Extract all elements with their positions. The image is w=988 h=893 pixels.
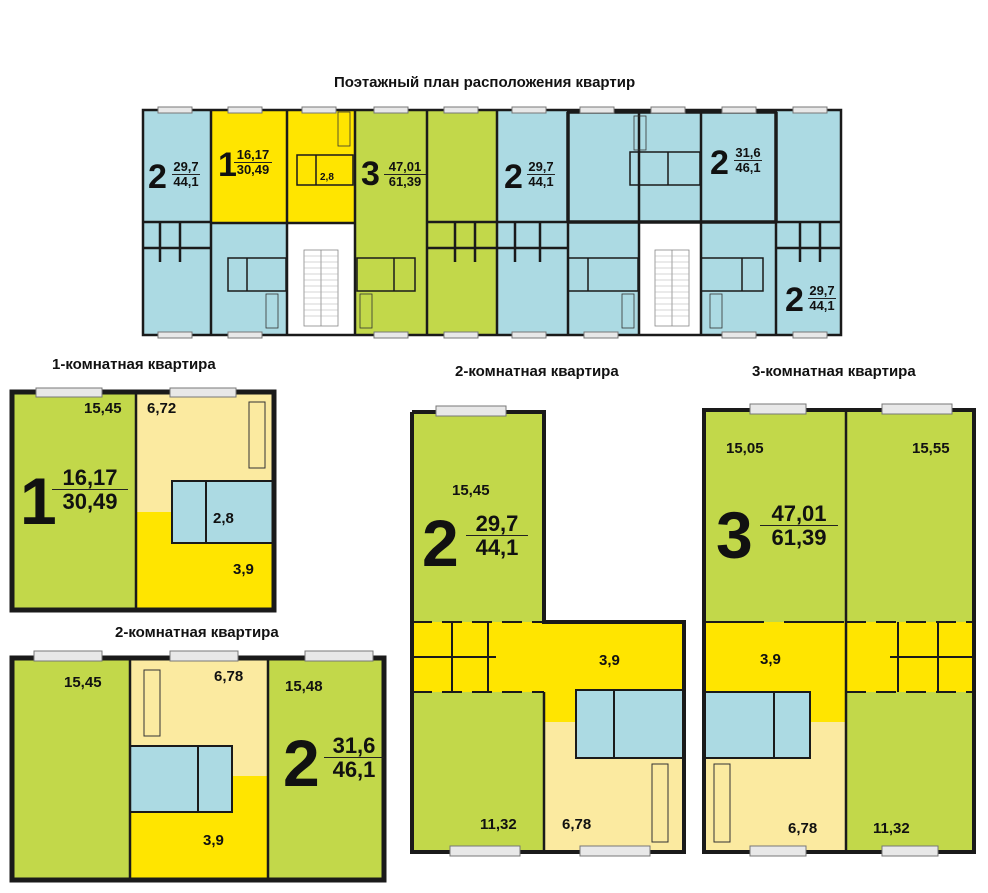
unit-rooms: 2	[710, 144, 729, 182]
unit-rooms: 1	[218, 146, 237, 184]
unit-rooms: 3	[716, 498, 753, 572]
plan-title: 2-комнатная квартира	[455, 363, 619, 380]
hall-area: 3,9	[599, 652, 620, 669]
kitchen-area: 6,78	[562, 816, 592, 833]
kitchen-area: 6,72	[147, 400, 177, 417]
kitchen-area: 6,78	[214, 668, 244, 685]
bath-area: 2,8	[320, 172, 334, 183]
room-area: 15,55	[912, 440, 950, 457]
room-area: 15,45	[84, 400, 122, 417]
bath-area: 2,8	[213, 510, 234, 527]
plan-title: 3-комнатная квартира	[752, 363, 916, 380]
page-title: Поэтажный план расположения квартир	[334, 74, 636, 91]
kitchen-area: 6,78	[788, 820, 818, 837]
floor-plan-drawing	[141, 106, 843, 339]
plan-drawing	[410, 405, 686, 857]
room-area: 15,05	[726, 440, 764, 457]
plan-title: 2-комнатная квартира	[115, 624, 279, 641]
plan-two-room-a: 2-комнатная квартира 15,45 6,78 15,48 2 …	[0, 620, 400, 893]
room-area: 15,48	[285, 678, 323, 695]
hall-area: 3,9	[760, 651, 781, 668]
unit-rooms: 1	[20, 464, 57, 538]
plan-drawing	[9, 387, 277, 613]
room-area: 11,32	[480, 816, 517, 833]
unit-rooms: 2	[148, 158, 167, 196]
unit-rooms: 2	[283, 726, 320, 800]
room-area: 15,45	[64, 674, 102, 691]
room-area: 11,32	[873, 820, 910, 837]
hall-area: 3,9	[203, 832, 224, 849]
plan-three-room: 3-комнатная квартира 15,05	[690, 360, 988, 893]
unit-rooms: 3	[361, 155, 380, 193]
plan-drawing	[9, 650, 387, 883]
plan-title: 1-комнатная квартира	[52, 356, 216, 373]
hall-area: 3,9	[233, 561, 254, 578]
unit-rooms: 2	[785, 281, 804, 319]
unit-rooms: 2	[422, 506, 459, 580]
plan-drawing	[702, 403, 976, 857]
unit-rooms: 2	[504, 158, 523, 196]
room-area: 15,45	[452, 482, 490, 499]
